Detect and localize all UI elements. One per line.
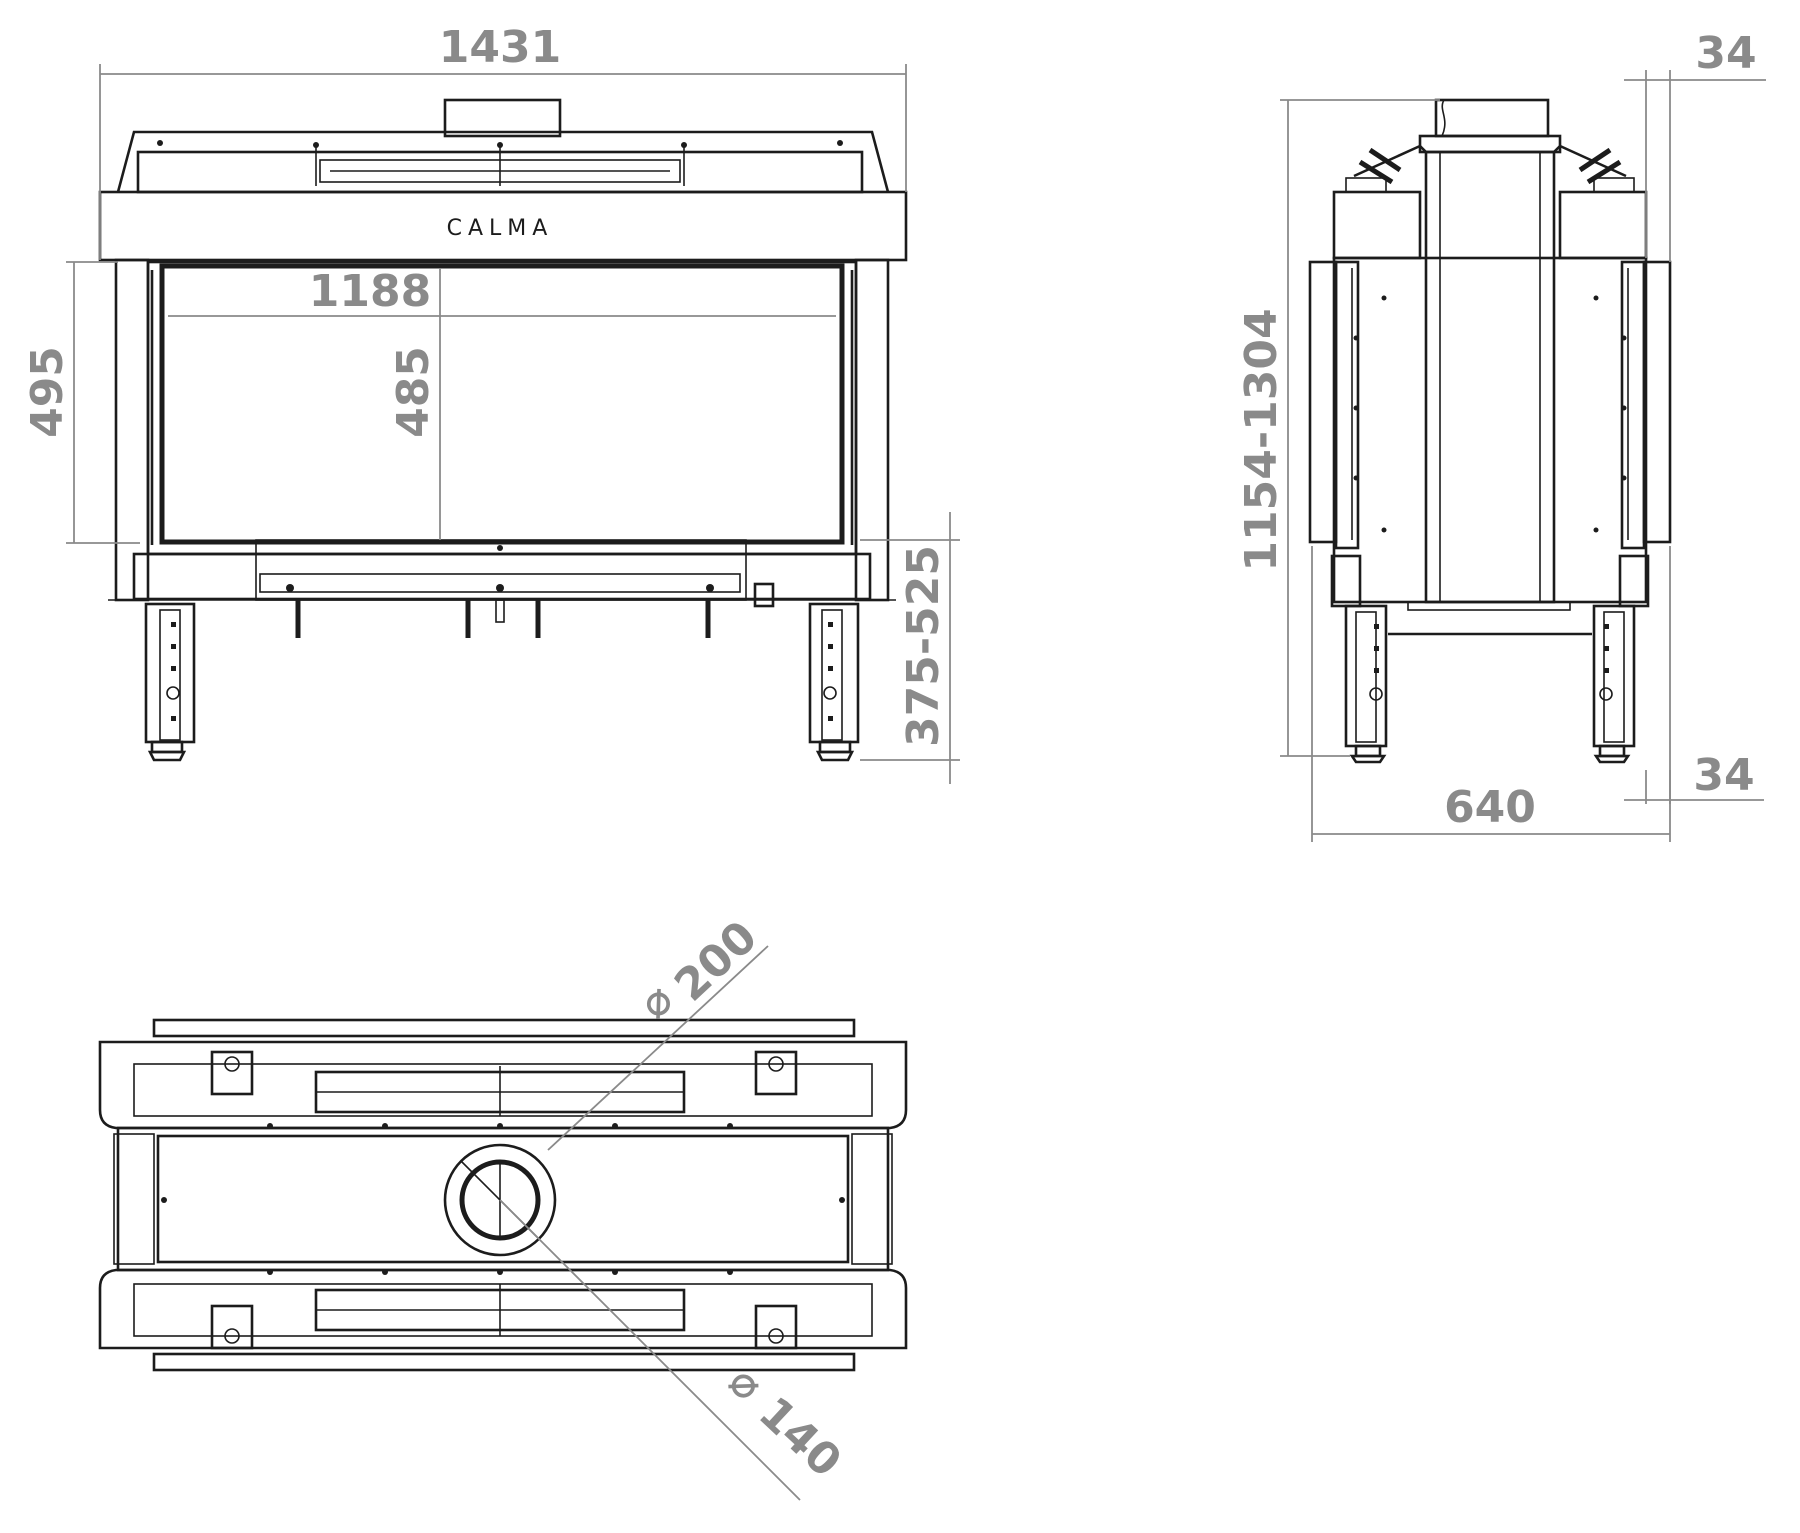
- side-view: [1308, 98, 1672, 764]
- dim-front-height: 495: [22, 346, 73, 438]
- dim-glass-height: 485: [388, 346, 439, 438]
- dim-flue-diameter-inner: 140: [749, 1387, 851, 1487]
- front-view: CALMA: [98, 98, 908, 762]
- top-view: [98, 1018, 908, 1372]
- dim-offset-top: 34: [1695, 28, 1756, 79]
- front-dimensions: 1431 1188 485 495 375-525: [22, 22, 960, 784]
- dim-overall-width: 1431: [439, 22, 561, 73]
- top-dimensions: ⌀ 200 ⌀ 140: [499, 911, 851, 1501]
- dim-glass-width: 1188: [309, 266, 431, 317]
- dim-total-height: 1154-1304: [1236, 308, 1287, 571]
- dim-leg-height: 375-525: [898, 545, 949, 747]
- dim-depth: 640: [1444, 782, 1536, 833]
- dim-offset-bottom: 34: [1693, 750, 1754, 801]
- brand-logo-text: CALMA: [447, 216, 554, 241]
- dim-flue-diameter-outer: 200: [665, 911, 767, 1011]
- side-dimensions: 1154-1304 640 34 34: [1236, 28, 1766, 842]
- dim-diameter-symbol-inner: ⌀: [719, 1356, 773, 1411]
